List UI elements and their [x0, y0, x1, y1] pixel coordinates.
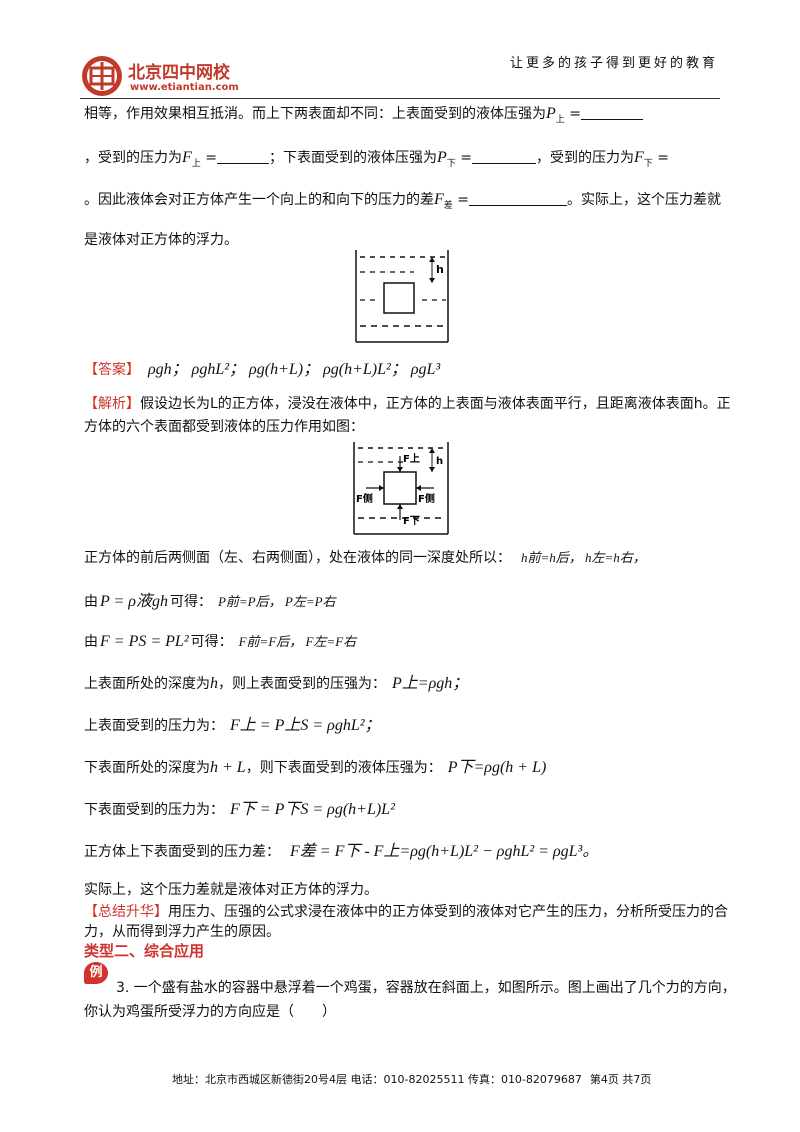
- logo-text: 北京四中网校: [128, 63, 230, 83]
- analysis-line-2: 方体的六个表面都受到液体的压力作用如图：: [84, 419, 364, 435]
- summary-line-2: 力，从而得到浮力产生的原因。: [84, 924, 280, 940]
- blank-4[interactable]: [468, 191, 567, 206]
- figure1-h-label: h: [436, 263, 444, 276]
- answer-line: 【答案】 ρgh； ρghL²； ρg(h+L)； ρg(h+L)L²； ρgL³: [84, 360, 440, 380]
- answer-text: ρgh； ρghL²； ρg(h+L)； ρg(h+L)L²； ρgL³: [148, 361, 441, 378]
- derivation-line-4: 上表面所处的深度为h，则上表面受到的压强为：P上=ρgh；: [84, 675, 469, 692]
- derivation-line-6: 下表面所处的深度为h + L，则下表面受到的液体压强为：P下=ρg(h + L): [84, 759, 547, 776]
- logo-emblem-icon: [82, 56, 122, 96]
- figure2-F-left: F侧: [356, 492, 373, 505]
- derivation-line-9: 实际上，这个压力差就是液体对正方体的浮力。: [84, 882, 378, 898]
- logo: 北京四中网校 www.etiantian.com: [80, 52, 280, 102]
- body-line-3: 。因此液体会对正方体产生一个向上的和向下的压力的差F差 =。实际上，这个压力差就: [84, 191, 721, 210]
- header-rule: [80, 98, 720, 99]
- body-line-4: 是液体对正方体的浮力。: [84, 232, 238, 248]
- blank-2[interactable]: [216, 149, 269, 164]
- derivation-line-7: 下表面受到的压力为：F下 = P下S = ρg(h+L)L²: [84, 801, 395, 818]
- figure-cube-forces: h F上 F下 F侧 F侧: [353, 442, 449, 535]
- analysis-tag: 【解析】: [84, 396, 140, 412]
- header-slogan: 让更多的孩子得到更好的教育: [509, 56, 718, 71]
- example-line-2: 你认为鸡蛋所受浮力的方向应是（ ）: [84, 1004, 336, 1020]
- figure2-F-right: F侧: [418, 492, 435, 505]
- body-line-1: 相等，作用效果相互抵消。而上下两表面却不同：上表面受到的液体压强为P上 =: [84, 104, 643, 129]
- example-line-1: 3. 一个盛有盐水的容器中悬浮着一个鸡蛋，容器放在斜面上，如图所示。图上画出了几…: [116, 980, 736, 996]
- summary-tag: 【总结升华】: [84, 904, 168, 920]
- body-line-2: ，受到的压力为F上 =；下表面受到的液体压强为P下 =，受到的压力为F下 =: [84, 149, 669, 168]
- derivation-line-5: 上表面受到的压力为：F上 = P上S = ρghL²；: [84, 717, 381, 734]
- blank-3[interactable]: [471, 149, 536, 164]
- figure2-h-label: h: [436, 456, 443, 467]
- example-badge-icon: 例: [84, 962, 108, 984]
- answer-tag: 【答案】: [84, 362, 140, 378]
- derivation-line-1: 正方体的前后两侧面（左、右两侧面），处在液体的同一深度处所以：h前=h后， h左…: [84, 550, 646, 566]
- logo-url[interactable]: www.etiantian.com: [130, 82, 239, 93]
- summary-line-1: 【总结升华】用压力、压强的公式求浸在液体中的正方体受到的液体对它产生的压力，分析…: [84, 904, 728, 920]
- blank-1[interactable]: [580, 105, 643, 120]
- footer: 地址：北京市西城区新德街20号4层 电话：010-82025511 传真：010…: [172, 1070, 651, 1090]
- figure2-F-bottom: F下: [403, 515, 420, 527]
- footer-page: 第4页 共7页: [589, 1073, 652, 1086]
- derivation-line-8: 正方体上下表面受到的压力差：F差 = F下 - F上=ρg(h+L)L² − ρ…: [84, 843, 599, 860]
- analysis-line-1: 【解析】假设边长为L的正方体，浸没在液体中，正方体的上表面与液体表面平行，且距离…: [84, 396, 731, 412]
- section-heading: 类型二、综合应用: [84, 942, 205, 960]
- figure-cube-in-liquid: h: [355, 250, 449, 343]
- figure2-F-top: F上: [403, 452, 420, 465]
- footer-address: 地址：北京市西城区新德街20号4层 电话：010-82025511 传真：010…: [172, 1073, 582, 1086]
